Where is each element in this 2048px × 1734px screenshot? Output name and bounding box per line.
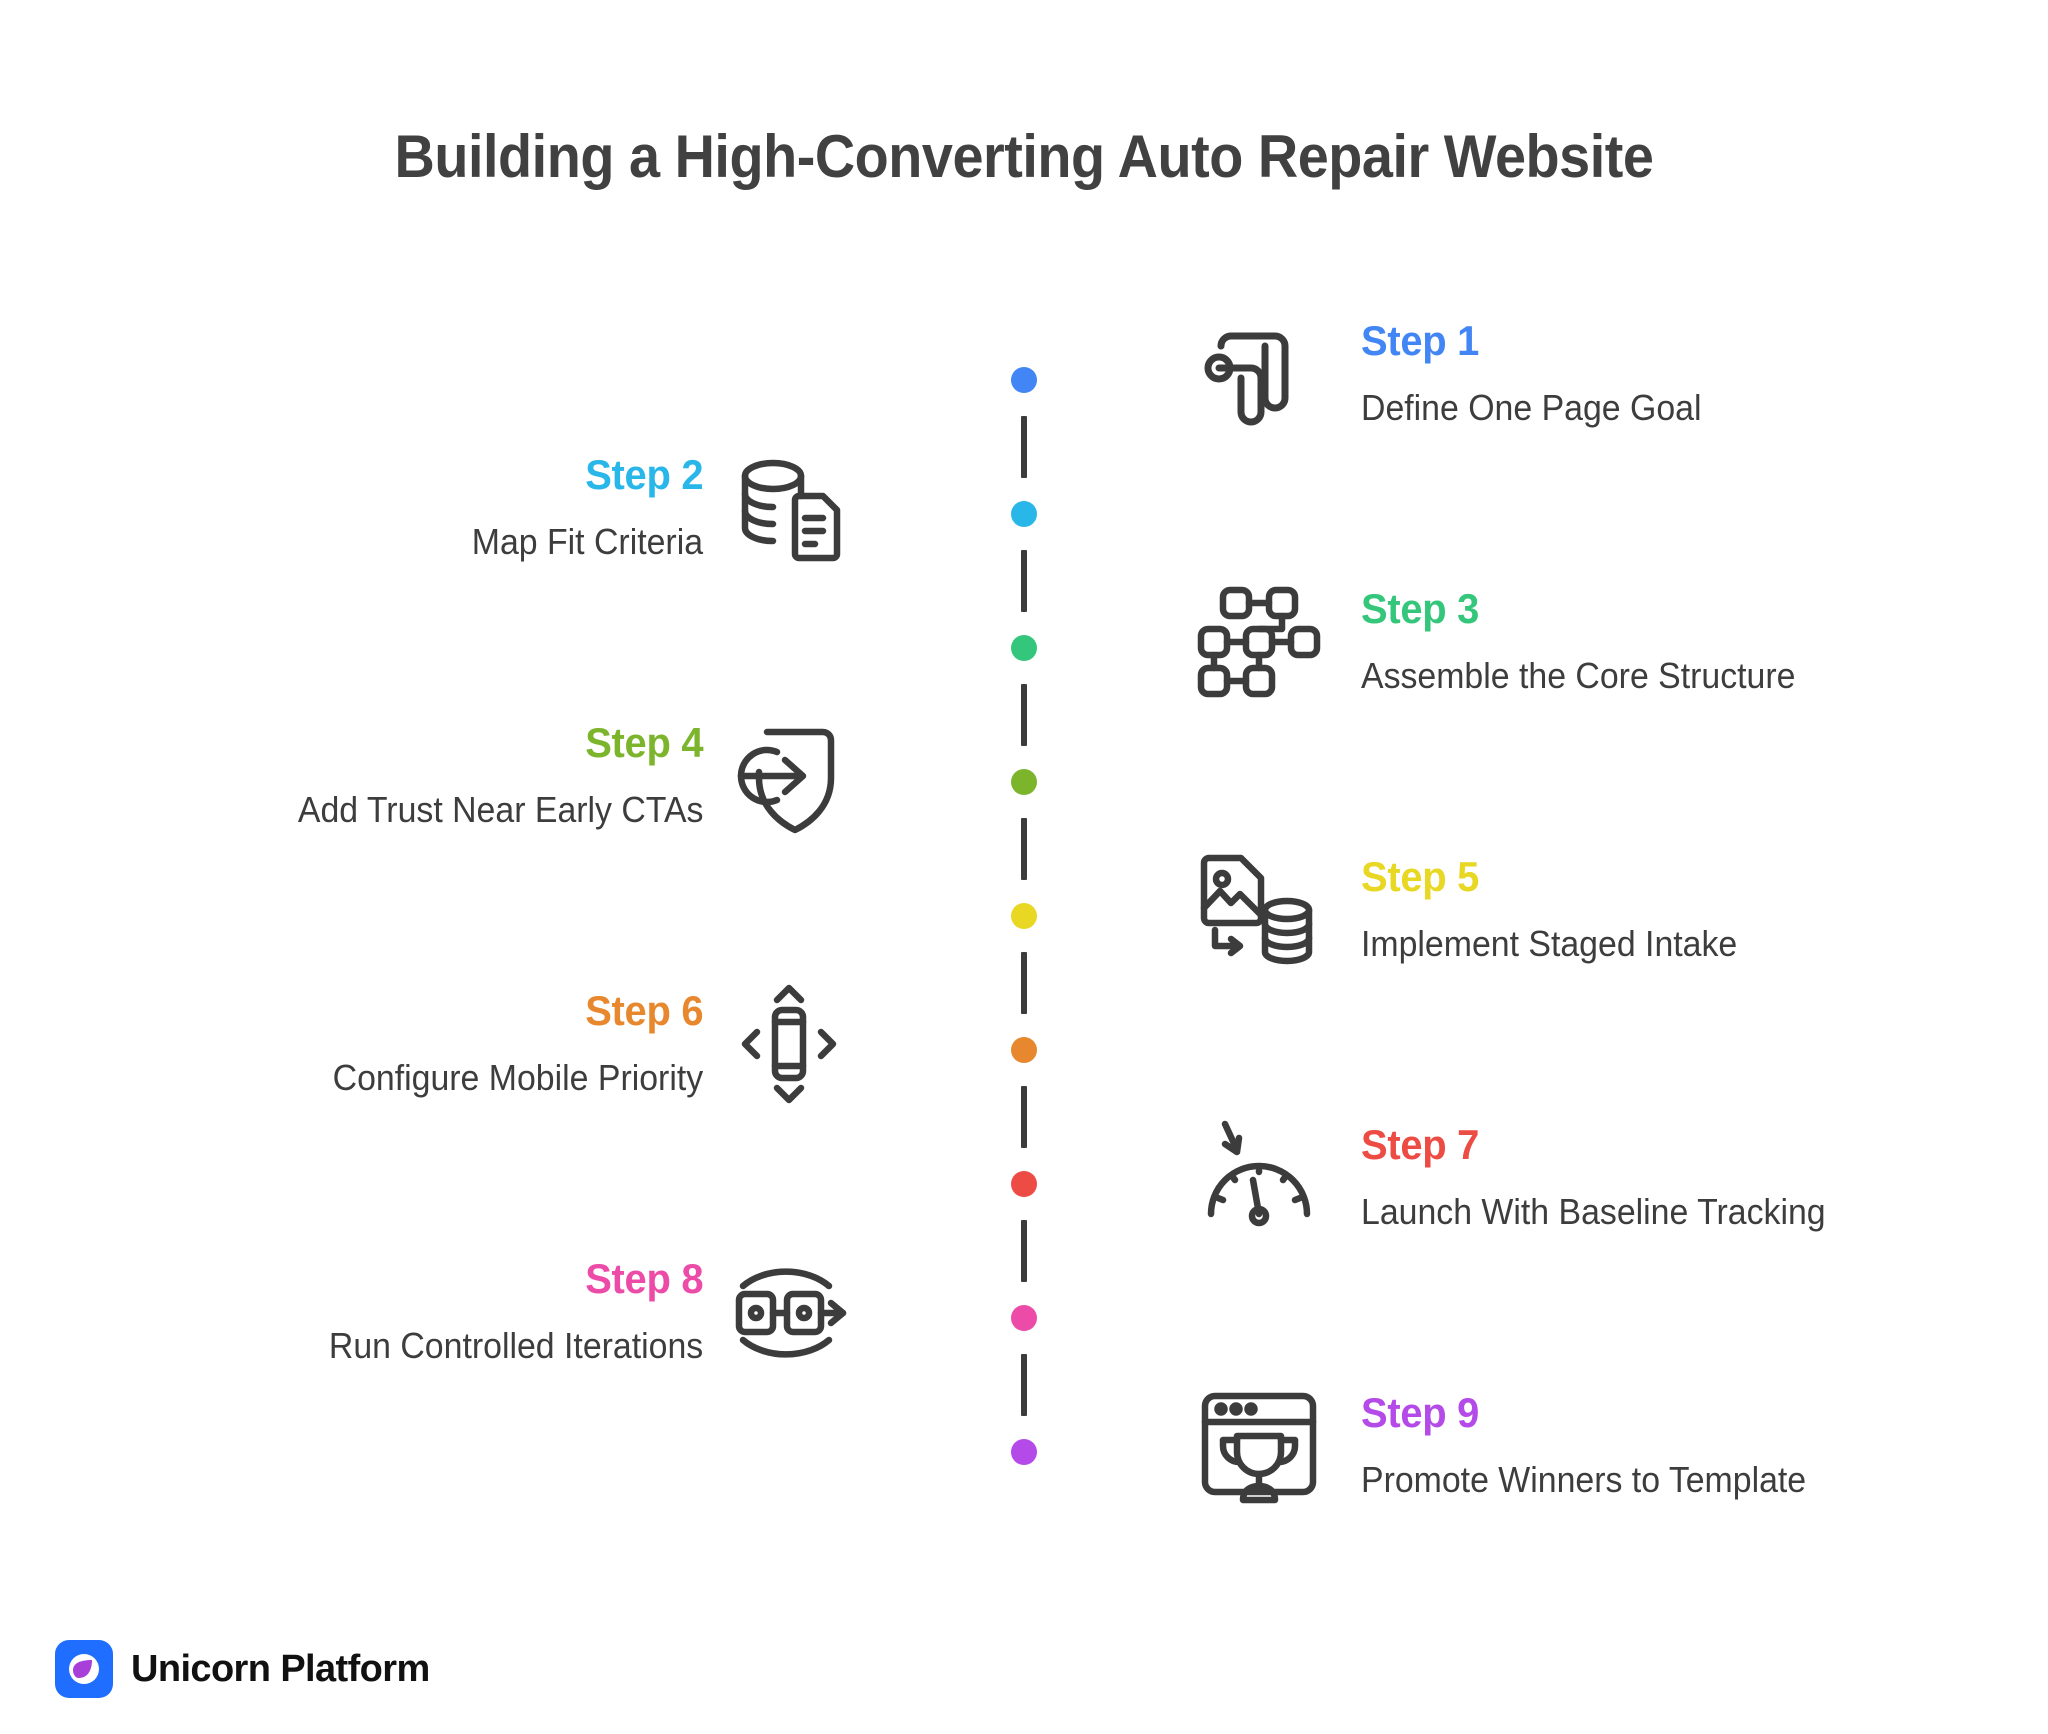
step-description-5: Implement Staged Intake xyxy=(1361,923,1738,965)
timeline-dot-step-5 xyxy=(1011,903,1037,929)
step-label-1: Step 1 xyxy=(1361,317,1480,365)
timeline-dash xyxy=(1021,1086,1027,1148)
unicorn-leaf-logo-icon xyxy=(55,1640,113,1698)
timeline-dash xyxy=(1021,684,1027,746)
brand-name: Unicorn Platform xyxy=(131,1647,430,1690)
step-text-block: Step 3 Assemble the Core Structure xyxy=(1361,588,1823,696)
step-item-7: Step 7 Launch With Baseline Tracking xyxy=(1195,1114,1855,1242)
timeline-dash xyxy=(1021,416,1027,478)
step-label-9: Step 9 xyxy=(1361,1389,1480,1437)
timeline-dot-step-8 xyxy=(1011,1305,1037,1331)
step-text-block: Step 7 Launch With Baseline Tracking xyxy=(1361,1124,1855,1232)
timeline-dot-step-1 xyxy=(1011,367,1037,393)
speedometer-gauge-icon xyxy=(1195,1114,1323,1242)
step-label-6: Step 6 xyxy=(584,987,703,1035)
step-text-block: Step 8 Run Controlled Iterations xyxy=(305,1255,704,1367)
step-label-8: Step 8 xyxy=(584,1255,703,1303)
timeline-dash xyxy=(1021,952,1027,1014)
step-item-2: Step 2 Map Fit Criteria xyxy=(457,444,853,572)
timeline-dash xyxy=(1021,818,1027,880)
step-label-2: Step 2 xyxy=(584,451,703,499)
step-description-9: Promote Winners to Template xyxy=(1361,1459,1807,1501)
database-document-icon xyxy=(725,444,853,572)
step-description-7: Launch With Baseline Tracking xyxy=(1361,1191,1826,1233)
timeline-dot-step-3 xyxy=(1011,635,1037,661)
step-label-3: Step 3 xyxy=(1361,585,1480,633)
step-description-4: Add Trust Near Early CTAs xyxy=(297,789,703,831)
timeline-dash xyxy=(1021,550,1027,612)
image-to-database-icon xyxy=(1195,846,1323,974)
step-label-4: Step 4 xyxy=(584,719,703,767)
step-item-1: Step 1 Define One Page Goal xyxy=(1195,310,1723,438)
step-description-3: Assemble the Core Structure xyxy=(1361,655,1796,697)
timeline-dash xyxy=(1021,1354,1027,1416)
step-description-1: Define One Page Goal xyxy=(1361,387,1702,429)
step-description-2: Map Fit Criteria xyxy=(471,521,703,563)
timeline-dot-step-6 xyxy=(1011,1037,1037,1063)
step-text-block: Step 4 Add Trust Near Early CTAs xyxy=(272,722,703,830)
timeline-dot-step-4 xyxy=(1011,769,1037,795)
step-text-block: Step 6 Configure Mobile Priority xyxy=(309,990,703,1098)
step-label-7: Step 7 xyxy=(1361,1121,1480,1169)
step-item-9: Step 9 Promote Winners to Template xyxy=(1195,1382,1835,1510)
step-description-8: Run Controlled Iterations xyxy=(328,1325,703,1367)
shield-arrow-in-icon xyxy=(725,712,853,840)
step-text-block: Step 2 Map Fit Criteria xyxy=(457,451,704,563)
footer-brand: Unicorn Platform xyxy=(55,1640,430,1698)
step-text-block: Step 9 Promote Winners to Template xyxy=(1361,1392,1835,1500)
step-item-4: Step 4 Add Trust Near Early CTAs xyxy=(272,712,853,840)
timeline-dot-step-7 xyxy=(1011,1171,1037,1197)
browser-trophy-icon xyxy=(1195,1382,1323,1510)
page-title: Building a High-Converting Auto Repair W… xyxy=(394,123,1654,190)
step-item-3: Step 3 Assemble the Core Structure xyxy=(1195,578,1823,706)
step-item-5: Step 5 Implement Staged Intake xyxy=(1195,846,1761,974)
timeline-dash xyxy=(1021,1220,1027,1282)
responsive-mobile-arrows-icon xyxy=(725,980,853,1108)
step-text-block: Step 5 Implement Staged Intake xyxy=(1361,856,1761,964)
timeline-dot-step-2 xyxy=(1011,501,1037,527)
step-description-6: Configure Mobile Priority xyxy=(332,1057,703,1099)
step-text-block: Step 1 Define One Page Goal xyxy=(1361,320,1723,428)
timeline-dot-step-9 xyxy=(1011,1439,1037,1465)
step-label-5: Step 5 xyxy=(1361,853,1480,901)
step-item-6: Step 6 Configure Mobile Priority xyxy=(309,980,853,1108)
sitemap-flowchart-icon xyxy=(1195,310,1323,438)
ab-test-cycle-icon xyxy=(725,1248,853,1376)
node-network-grid-icon xyxy=(1195,578,1323,706)
step-item-8: Step 8 Run Controlled Iterations xyxy=(305,1248,853,1376)
